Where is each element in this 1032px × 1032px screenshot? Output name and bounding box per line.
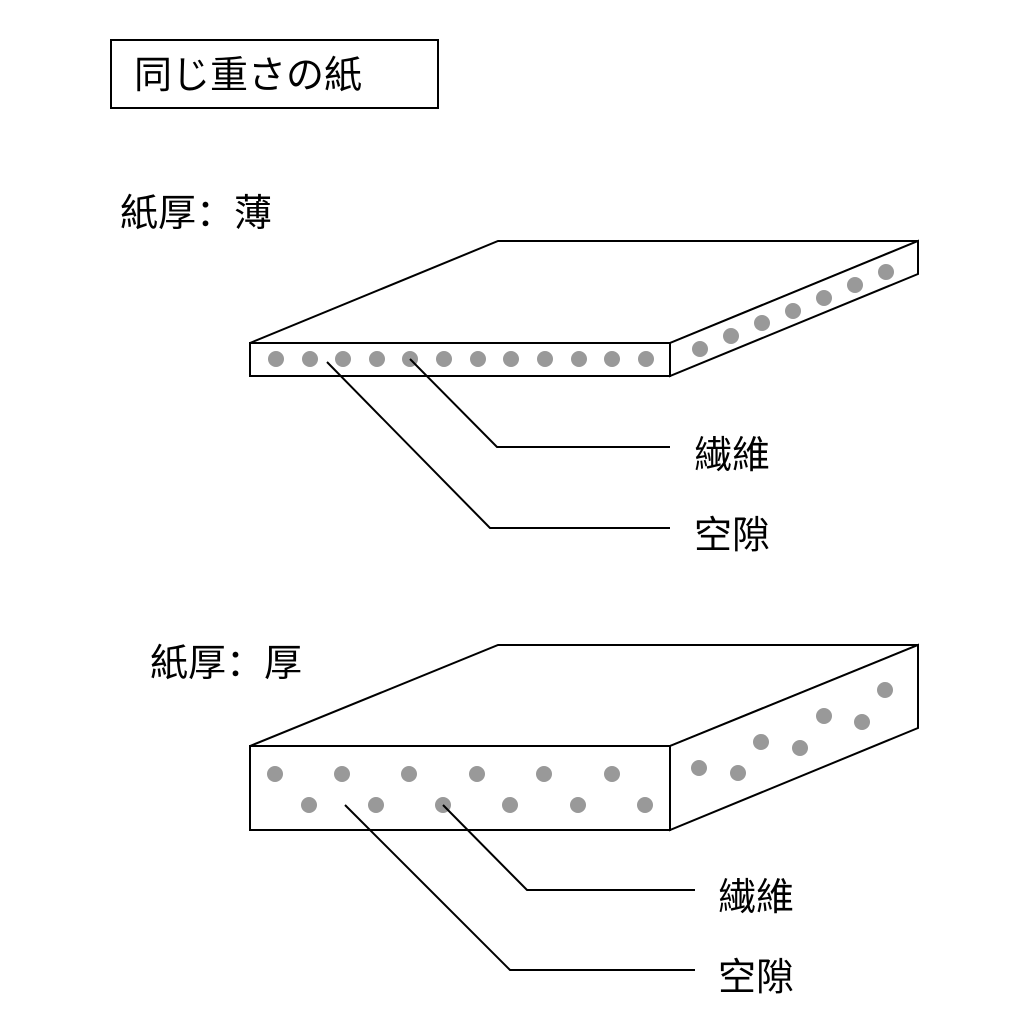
- thin-fiber-leader: [409, 358, 670, 448]
- fiber-dot: [401, 766, 417, 782]
- title-box: [110, 39, 439, 109]
- title: 同じ重さの紙: [134, 53, 362, 97]
- fiber-dot: [436, 351, 452, 367]
- fiber-dot: [816, 290, 832, 306]
- fiber-dot: [847, 277, 863, 293]
- thin-paper-panel: 紙厚：薄 繊維 空隙: [120, 191, 919, 557]
- thick-fibers: [267, 682, 893, 813]
- fiber-dot: [470, 351, 486, 367]
- thick-void-leader: [344, 804, 695, 971]
- fiber-dot: [854, 714, 870, 730]
- thick-void-label: 空隙: [718, 955, 794, 999]
- fiber-dot: [604, 766, 620, 782]
- thick-paper-panel: 紙厚：厚 繊維 空隙: [150, 641, 919, 999]
- fiber-dot: [301, 797, 317, 813]
- fiber-dot: [730, 765, 746, 781]
- fiber-dot: [469, 766, 485, 782]
- fiber-dot: [692, 341, 708, 357]
- fiber-dot: [335, 351, 351, 367]
- fiber-dot: [368, 797, 384, 813]
- fiber-dot: [816, 708, 832, 724]
- fiber-dot: [503, 351, 519, 367]
- fiber-dot: [638, 351, 654, 367]
- fiber-dot: [878, 264, 894, 280]
- fiber-dot: [792, 740, 808, 756]
- fiber-dot: [369, 351, 385, 367]
- fiber-dot: [571, 351, 587, 367]
- thin-fibers: [268, 264, 894, 367]
- fiber-dot: [268, 351, 284, 367]
- fiber-dot: [877, 682, 893, 698]
- thin-void-label: 空隙: [694, 513, 770, 557]
- fiber-dot: [753, 734, 769, 750]
- fiber-dot: [785, 303, 801, 319]
- fiber-dot: [537, 351, 553, 367]
- thick-front-face: [249, 745, 671, 831]
- fiber-dot: [334, 766, 350, 782]
- fiber-dot: [267, 766, 283, 782]
- thin-void-leader: [326, 361, 670, 529]
- thin-fiber-label: 繊維: [694, 433, 770, 477]
- thin-heading: 紙厚：薄: [120, 191, 272, 235]
- fiber-dot: [754, 315, 770, 331]
- fiber-dot: [637, 797, 653, 813]
- fiber-dot: [302, 351, 318, 367]
- fiber-dot: [502, 797, 518, 813]
- thick-fiber-label: 繊維: [718, 875, 794, 919]
- fiber-dot: [691, 760, 707, 776]
- thin-front-face: [249, 342, 671, 377]
- fiber-dot: [570, 797, 586, 813]
- fiber-dot: [536, 766, 552, 782]
- fiber-dot: [723, 328, 739, 344]
- thick-heading: 紙厚：厚: [150, 641, 302, 685]
- thick-fiber-leader: [442, 804, 695, 891]
- fiber-dot: [604, 351, 620, 367]
